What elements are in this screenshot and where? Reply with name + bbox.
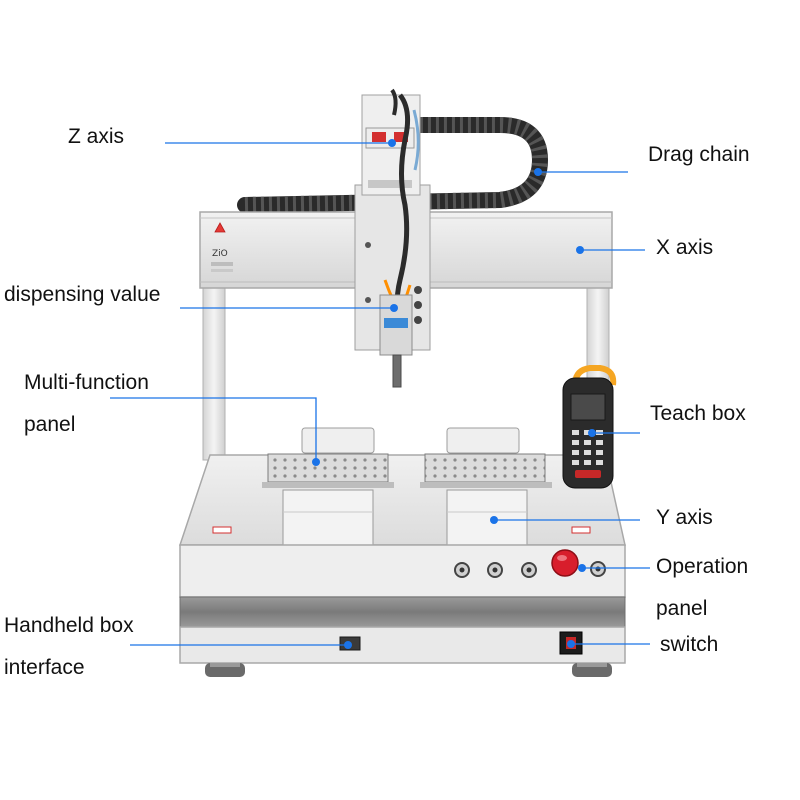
base-top [178,454,626,546]
label-drag-chain: Drag chain [648,143,750,166]
label-handheld-line1: Handheld box [4,614,134,637]
dot-z-axis [388,139,396,147]
right-fixture-plate [424,453,546,483]
leader-lines [110,142,650,646]
dot-drag-chain [534,168,542,176]
left-column [202,284,226,461]
left-y-axis-slide [282,489,374,546]
label-switch: switch [660,633,719,656]
leader-multi-function [110,397,317,460]
dot-x-axis [576,246,584,254]
label-x-axis: X axis [656,236,714,259]
dot-operation-panel [578,564,586,572]
dispensing-needle [392,354,402,388]
label-operation-panel-line1: Operation [656,555,749,578]
dot-teach-box [588,429,596,437]
base-front-band [179,596,626,628]
right-y-axis-slide [446,489,528,546]
label-multi-function-line1: Multi-function [24,371,149,394]
callout-dots [312,139,596,649]
left-fixture-plate [267,453,389,483]
drag-chain [237,117,549,213]
teach-box-device [562,365,617,489]
dot-y-axis [490,516,498,524]
dot-handheld [344,641,352,649]
label-y-axis: Y axis [656,506,713,529]
label-multi-function-line2: panel [24,413,76,436]
operation-knobs [454,561,606,578]
dot-multi-function [312,458,320,466]
label-handheld-line2: interface [4,656,85,679]
label-operation-panel-line2: panel [656,597,708,620]
base-front-upper [179,544,626,598]
label-dispensing-valve: dispensing value [4,283,161,306]
label-z-axis: Z axis [68,125,125,148]
svg-text:ZiO: ZiO [212,249,228,259]
label-teach-box: Teach box [650,402,746,425]
emergency-stop-button [551,549,579,577]
dot-switch [567,640,575,648]
dot-dispensing-valve [390,304,398,312]
